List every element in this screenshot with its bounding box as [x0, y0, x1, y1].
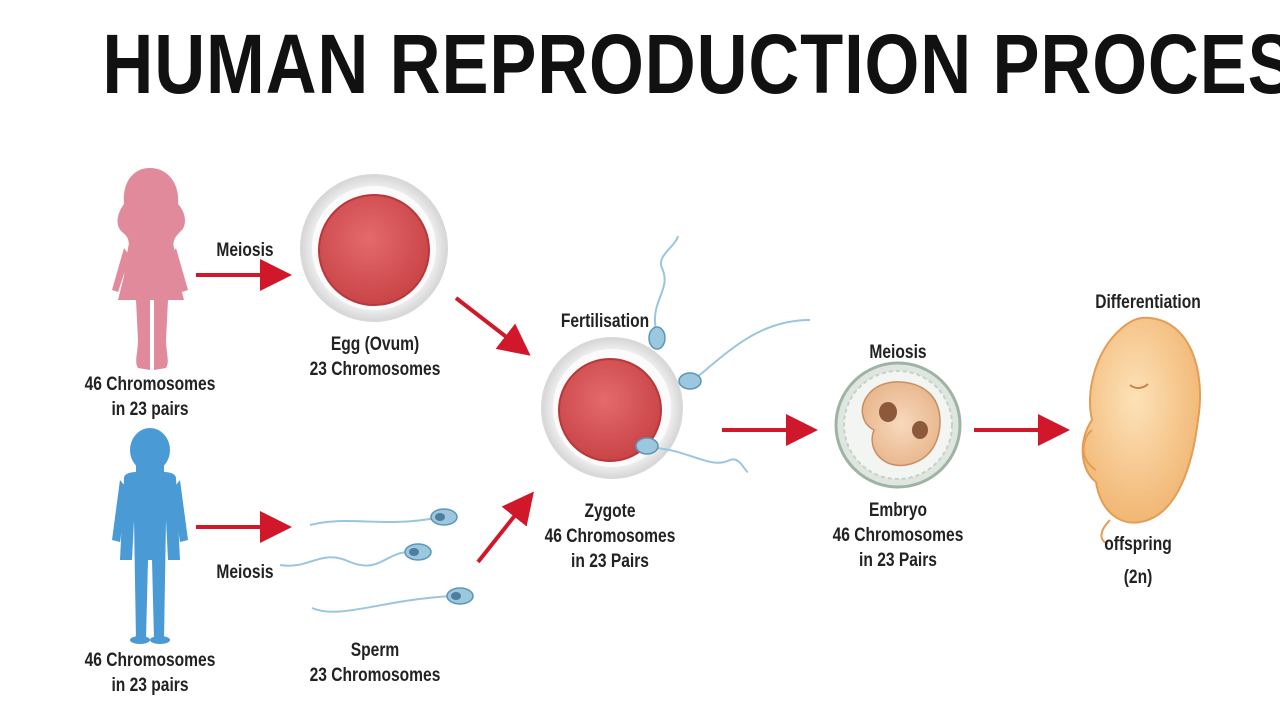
embryo-label-line1: Embryo: [868, 500, 928, 521]
female-label-line1: 46 Chromosomes: [84, 374, 216, 395]
zygote-label: Zygote 46 Chromosomes in 23 Pairs: [536, 499, 684, 574]
offspring-label-line1: offspring: [1104, 534, 1172, 555]
zygote-label-line1: Zygote: [584, 501, 636, 522]
egg-label: Egg (Ovum) 23 Chromosomes: [305, 332, 444, 382]
zygote-label-line2: 46 Chromosomes: [544, 526, 676, 547]
egg-label-line1: Egg (Ovum): [330, 334, 420, 355]
offspring-label-line2: (2n): [1123, 567, 1153, 588]
sperm-cells-icon: [279, 508, 474, 613]
fertilisation-label: Fertilisation: [560, 311, 650, 332]
egg-cell-icon: [300, 174, 448, 322]
female-silhouette-icon: [112, 168, 188, 370]
sperm-label-line1: Sperm: [350, 640, 400, 661]
process-arrows: [196, 259, 1070, 564]
male-silhouette-icon: [112, 428, 188, 644]
embryo-label: Embryo 46 Chromosomes in 23 Pairs: [824, 498, 972, 573]
fetus-icon: [1081, 316, 1201, 545]
meiosis-sperm-label: Meiosis: [216, 562, 274, 583]
meiosis-embryo-label: Meiosis: [869, 342, 927, 363]
female-label: 46 Chromosomes in 23 pairs: [76, 372, 224, 422]
embryo-icon: [834, 361, 962, 489]
male-label: 46 Chromosomes in 23 pairs: [76, 648, 224, 698]
embryo-label-line3: in 23 Pairs: [859, 550, 937, 571]
embryo-label-line2: 46 Chromosomes: [832, 525, 964, 546]
male-label-line1: 46 Chromosomes: [84, 650, 216, 671]
egg-label-line2: 23 Chromosomes: [309, 359, 441, 380]
sperm-label-line2: 23 Chromosomes: [309, 665, 441, 686]
male-label-line2: in 23 pairs: [111, 675, 189, 696]
differentiation-label: Differentiation: [1095, 292, 1201, 313]
female-label-line2: in 23 pairs: [111, 399, 189, 420]
sperm-label: Sperm 23 Chromosomes: [305, 638, 444, 688]
zygote-icon: [541, 235, 811, 479]
arrow-sperm-to-zygote: [476, 491, 534, 564]
zygote-label-line3: in 23 Pairs: [571, 551, 649, 572]
offspring-label: offspring (2n): [1081, 532, 1196, 590]
arrow-egg-to-zygote: [454, 296, 531, 356]
meiosis-egg-label: Meiosis: [216, 240, 274, 261]
diagram-title: HUMAN REPRODUCTION PROCESS: [102, 17, 1280, 111]
